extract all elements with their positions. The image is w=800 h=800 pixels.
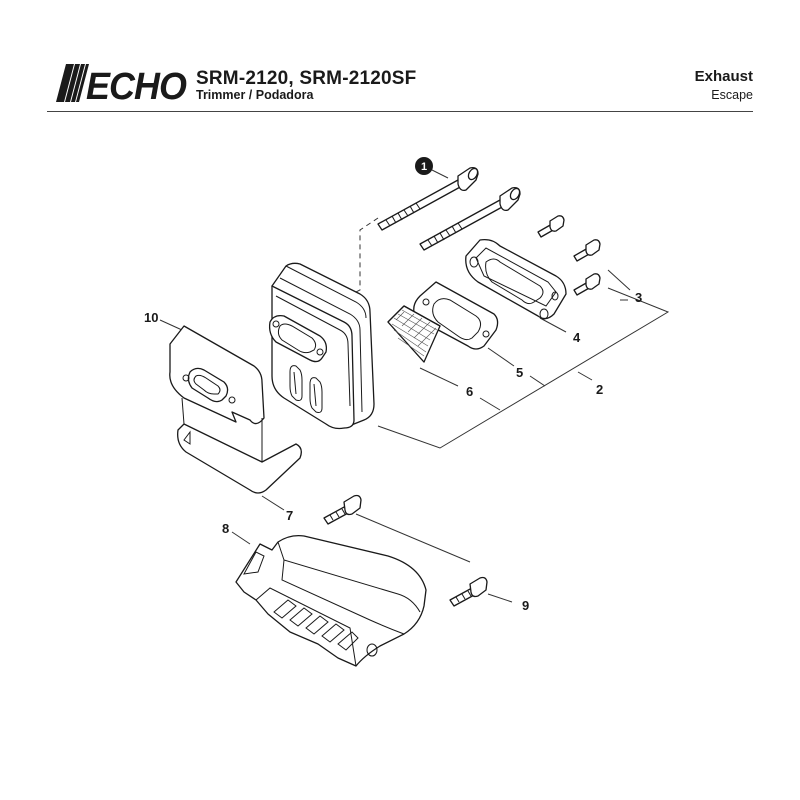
part-bolt-long-upper [377, 166, 479, 231]
part-screws-small [537, 215, 601, 296]
callout-1: 1 [415, 157, 433, 175]
part-heat-shield-plate [169, 325, 302, 494]
part-gasket [413, 281, 499, 350]
callout-10: 10 [144, 310, 158, 325]
callout-8: 8 [222, 521, 229, 536]
leader-lines [159, 169, 670, 603]
product-subtitle: Trimmer / Podadora [196, 88, 314, 102]
callouts: 1 2 3 4 5 6 7 8 9 10 [144, 157, 642, 613]
callout-3: 3 [635, 290, 642, 305]
part-spark-screen [387, 305, 441, 363]
callout-9: 9 [522, 598, 529, 613]
section-title: Exhaust [694, 68, 753, 85]
callout-2: 2 [596, 382, 603, 397]
svg-text:1: 1 [421, 161, 427, 173]
part-cover [235, 534, 427, 667]
callout-4: 4 [573, 330, 581, 345]
brand-wordmark: ECHO [86, 66, 186, 104]
header-divider [47, 111, 753, 112]
part-exhaust-flange [465, 238, 567, 320]
callout-6: 6 [466, 384, 473, 399]
callout-5: 5 [516, 365, 523, 380]
part-bolt-long-lower [419, 186, 521, 251]
part-cover-screws [323, 494, 488, 607]
model-title: SRM-2120, SRM-2120SF [196, 68, 417, 89]
section-title-es: Escape [711, 88, 753, 102]
callout-7: 7 [286, 508, 293, 523]
echo-logo: ECHO [56, 64, 187, 104]
part-muffler [268, 262, 375, 430]
page-header: ECHO SRM-2120, SRM-2120SF Trimmer / Poda… [0, 0, 800, 120]
